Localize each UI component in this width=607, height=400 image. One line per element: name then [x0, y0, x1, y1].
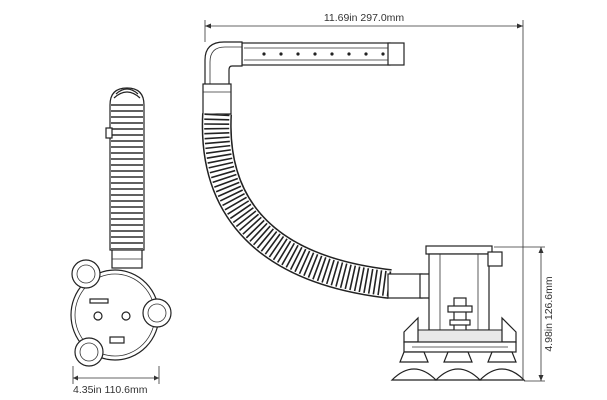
pump-body	[403, 245, 517, 353]
flex-hose	[201, 113, 392, 299]
spray-holes	[262, 52, 385, 56]
height-dimension	[494, 246, 545, 382]
side-base-disc	[70, 269, 160, 361]
front-view	[201, 41, 526, 381]
side-suction-cups	[71, 259, 172, 367]
side-view: 4.35in 110.6mm	[70, 87, 172, 396]
base-dimension	[72, 366, 160, 384]
elbow-fitting	[202, 41, 243, 115]
front-suction-cups	[390, 351, 526, 381]
spray-bar	[241, 42, 405, 66]
side-hose	[105, 87, 145, 251]
width-dimension	[204, 20, 524, 380]
height-dimension-label: 4.98in 126.6mm	[543, 276, 555, 352]
base-dimension-label: 4.35in 110.6mm	[73, 384, 148, 396]
width-dimension-label: 11.69in 297.0mm	[324, 12, 405, 24]
side-connector	[111, 249, 143, 269]
